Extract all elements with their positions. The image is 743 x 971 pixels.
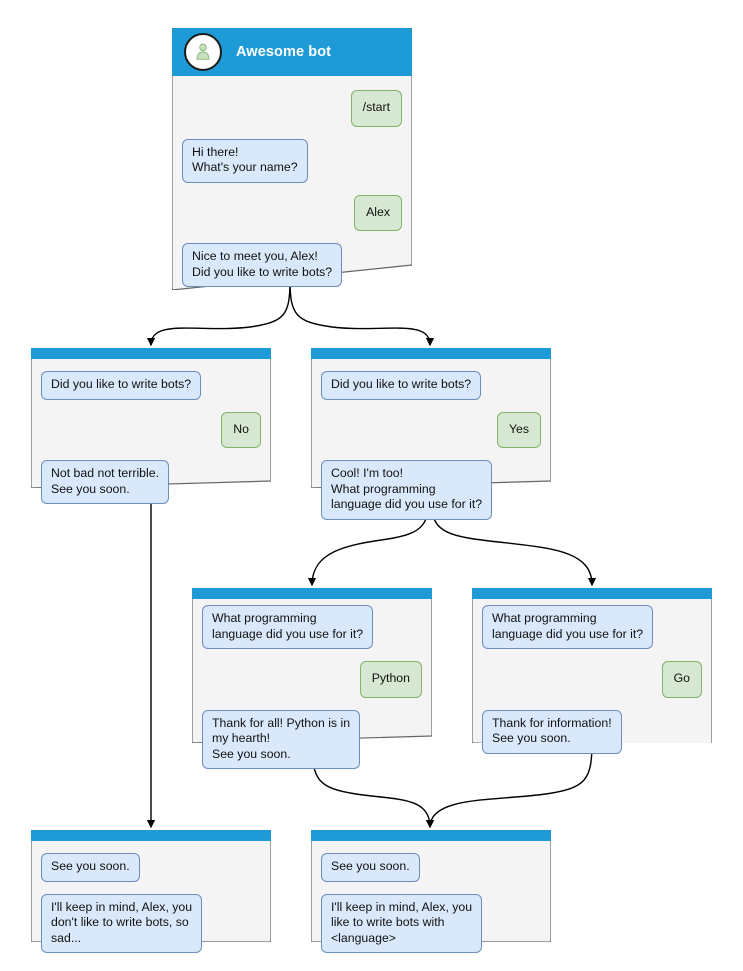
message-row: Go bbox=[482, 661, 702, 698]
node-end-no-chat: See you soon. I'll keep in mind, Alex, y… bbox=[31, 841, 271, 965]
user-message-bubble: Yes bbox=[496, 411, 541, 448]
message-row: Not bad not terrible. See you soon. bbox=[41, 460, 261, 504]
message-row: See you soon. bbox=[41, 853, 261, 882]
message-row: Thank for all! Python is in my hearth! S… bbox=[202, 709, 422, 769]
message-row: I'll keep in mind, Alex, you like to wri… bbox=[321, 893, 541, 953]
message-row: See you soon. bbox=[321, 853, 541, 882]
node-start-title: Awesome bot bbox=[236, 44, 332, 60]
message-row: Did you like to write bots? bbox=[321, 371, 541, 400]
message-row: What programming language did you use fo… bbox=[482, 605, 702, 649]
bot-message-bubble: Thank for all! Python is in my hearth! S… bbox=[202, 709, 361, 769]
node-start-titlebar: Awesome bot bbox=[172, 28, 412, 76]
node-answer-go-content: What programming language did you use fo… bbox=[472, 588, 712, 766]
node-answer-yes-content: Did you like to write bots? Yes Cool! I'… bbox=[311, 348, 551, 532]
message-row: No bbox=[41, 411, 261, 448]
person-glyph bbox=[196, 43, 210, 60]
bot-message-bubble: See you soon. bbox=[321, 853, 420, 882]
node-answer-no[interactable]: Did you like to write bots? No Not bad n… bbox=[31, 348, 271, 504]
message-row: Alex bbox=[182, 194, 402, 231]
node-answer-go-chat: What programming language did you use fo… bbox=[472, 599, 712, 766]
bot-message-bubble: See you soon. bbox=[41, 853, 140, 882]
node-end-yes[interactable]: See you soon. I'll keep in mind, Alex, y… bbox=[311, 830, 551, 953]
user-message-bubble: No bbox=[221, 411, 261, 448]
bot-message-bubble: Nice to meet you, Alex! Did you like to … bbox=[182, 243, 343, 287]
node-answer-yes-titlebar bbox=[311, 348, 551, 359]
node-answer-python-content: What programming language did you use fo… bbox=[192, 588, 432, 781]
node-answer-no-titlebar bbox=[31, 348, 271, 359]
bot-message-bubble: Cool! I'm too! What programming language… bbox=[321, 460, 493, 520]
node-answer-python-chat: What programming language did you use fo… bbox=[192, 599, 432, 781]
node-end-yes-chat: See you soon. I'll keep in mind, Alex, y… bbox=[311, 841, 551, 965]
message-row: Hi there! What's your name? bbox=[182, 138, 402, 183]
message-row: Nice to meet you, Alex! Did you like to … bbox=[182, 243, 402, 287]
message-row: Cool! I'm too! What programming language… bbox=[321, 460, 541, 520]
node-answer-python-titlebar bbox=[192, 588, 432, 599]
message-row: Thank for information! See you soon. bbox=[482, 709, 702, 754]
message-row: I'll keep in mind, Alex, you don't like … bbox=[41, 893, 261, 953]
node-answer-no-chat: Did you like to write bots? No Not bad n… bbox=[31, 359, 271, 516]
bot-message-bubble: I'll keep in mind, Alex, you like to wri… bbox=[321, 893, 483, 953]
node-answer-yes[interactable]: Did you like to write bots? Yes Cool! I'… bbox=[311, 348, 551, 520]
node-answer-yes-chat: Did you like to write bots? Yes Cool! I'… bbox=[311, 359, 551, 532]
user-message-bubble: Python bbox=[359, 661, 422, 698]
bot-message-bubble: I'll keep in mind, Alex, you don't like … bbox=[41, 893, 203, 953]
node-end-no[interactable]: See you soon. I'll keep in mind, Alex, y… bbox=[31, 830, 271, 953]
message-row: What programming language did you use fo… bbox=[202, 605, 422, 649]
node-start-chat: /start Hi there! What's your name? Alex … bbox=[172, 76, 412, 299]
node-answer-python[interactable]: What programming language did you use fo… bbox=[192, 588, 432, 769]
node-end-yes-content: See you soon. I'll keep in mind, Alex, y… bbox=[311, 830, 551, 965]
message-row: Python bbox=[202, 661, 422, 698]
bot-message-bubble: Did you like to write bots? bbox=[321, 371, 482, 400]
bot-message-bubble: Not bad not terrible. See you soon. bbox=[41, 460, 170, 504]
bot-message-bubble: Did you like to write bots? bbox=[41, 371, 202, 400]
bot-message-bubble: Thank for information! See you soon. bbox=[482, 709, 622, 754]
user-message-bubble: Go bbox=[661, 661, 702, 698]
node-start[interactable]: Awesome bot /start Hi there! What's your… bbox=[172, 28, 412, 290]
user-avatar-icon bbox=[184, 33, 222, 71]
user-message-bubble: /start bbox=[350, 90, 402, 127]
node-answer-go[interactable]: What programming language did you use fo… bbox=[472, 588, 712, 754]
node-start-content: Awesome bot /start Hi there! What's your… bbox=[172, 28, 412, 299]
message-row: /start bbox=[182, 90, 402, 127]
bot-message-bubble: What programming language did you use fo… bbox=[202, 605, 374, 649]
bot-message-bubble: What programming language did you use fo… bbox=[482, 605, 654, 649]
message-row: Yes bbox=[321, 411, 541, 448]
node-answer-no-content: Did you like to write bots? No Not bad n… bbox=[31, 348, 271, 516]
message-row: Did you like to write bots? bbox=[41, 371, 261, 400]
node-answer-go-titlebar bbox=[472, 588, 712, 599]
node-end-no-content: See you soon. I'll keep in mind, Alex, y… bbox=[31, 830, 271, 965]
node-end-yes-titlebar bbox=[311, 830, 551, 841]
bot-message-bubble: Hi there! What's your name? bbox=[182, 138, 308, 183]
node-end-no-titlebar bbox=[31, 830, 271, 841]
user-message-bubble: Alex bbox=[354, 194, 402, 231]
